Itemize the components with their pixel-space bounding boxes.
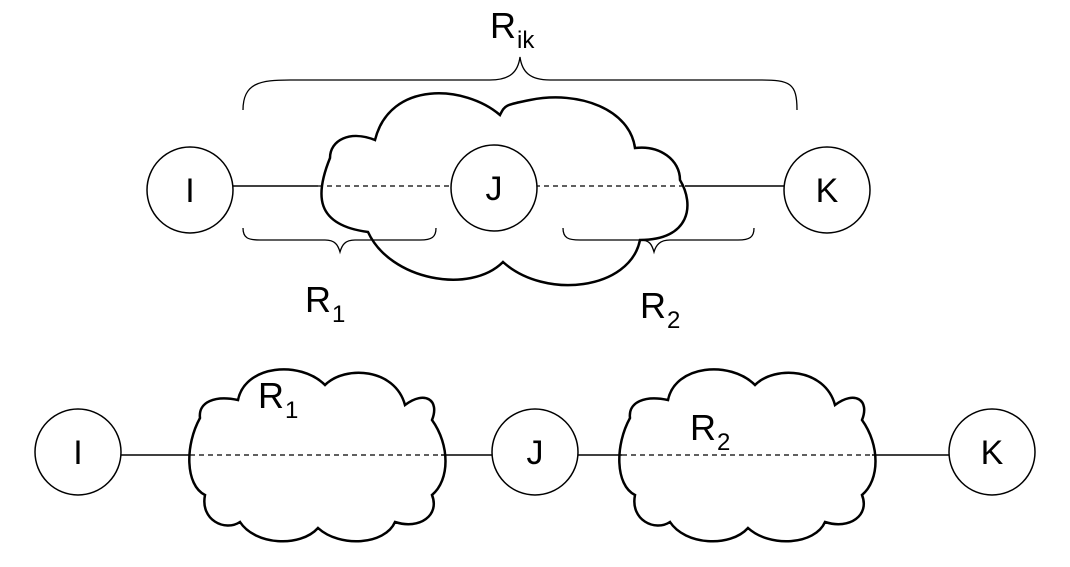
bottom-node-i: I [34, 408, 122, 496]
top-node-k-label: K [816, 172, 839, 210]
segment-label-r1: R1 [305, 279, 345, 328]
bottom-node-i-label: I [73, 434, 82, 472]
span-label-rik: Rik [490, 5, 535, 54]
top-diagram: I J K Rik R1 R2 [146, 5, 871, 334]
span-brace-rik [242, 56, 798, 111]
bottom-node-k-label: K [981, 434, 1004, 472]
bottom-node-j-label: J [527, 434, 544, 472]
bottom-cloud-r2 [618, 368, 877, 543]
top-node-i: I [146, 146, 234, 234]
bottom-node-k: K [948, 408, 1036, 496]
bottom-diagram: I J K R1 R2 [34, 368, 1036, 543]
bottom-cloud-label-r1: R1 [258, 375, 298, 424]
top-node-i-label: I [185, 172, 194, 210]
top-node-j: J [450, 144, 538, 232]
segment-brace-r2 [562, 227, 755, 255]
top-node-j-label: J [486, 170, 503, 208]
segment-brace-r1 [242, 227, 437, 255]
bottom-cloud-label-r2: R2 [690, 407, 730, 456]
top-node-k: K [783, 146, 871, 234]
segment-label-r2: R2 [640, 285, 680, 334]
bottom-node-j: J [491, 408, 579, 496]
